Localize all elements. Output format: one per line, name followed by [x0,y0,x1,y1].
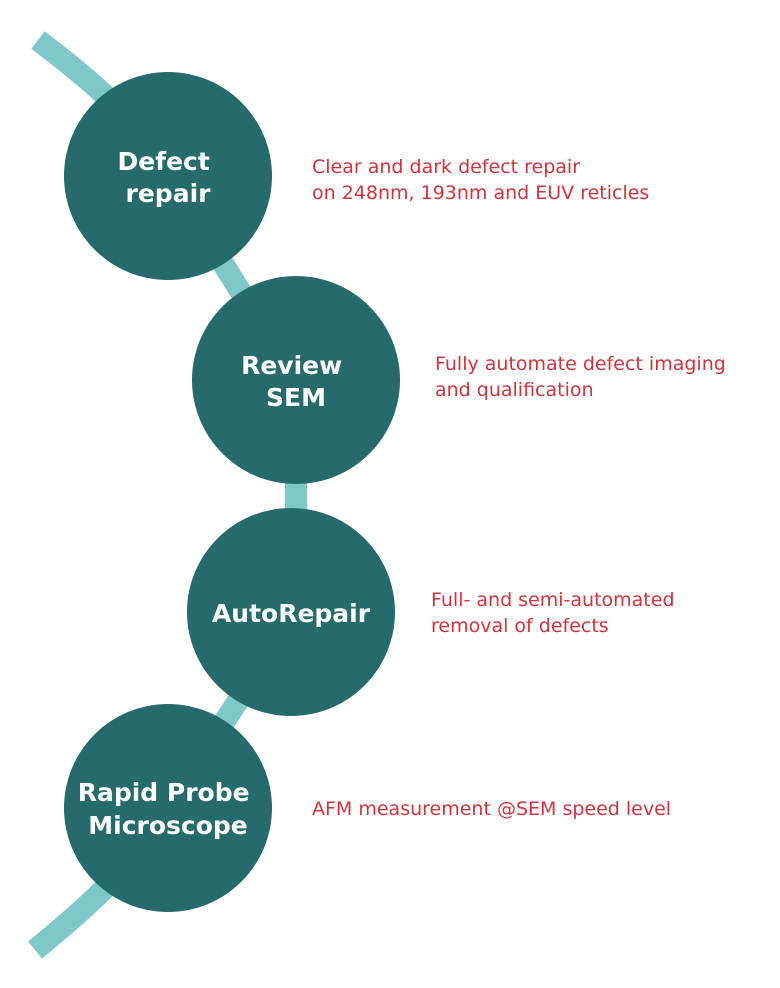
step-review-sem: Review SEM [192,276,400,484]
circle-label-line: Defect [117,147,209,176]
circle-label-defect-repair: Defect repair [117,147,218,208]
circle-label-review-sem: Review SEM [241,351,351,412]
circle-label-line: Review [241,351,342,380]
description-rapid-probe-microscope: AFM measurement @SEM speed level [312,796,671,822]
description-line: on 248nm, 193nm and EUV reticles [312,182,650,204]
description-line: Full- and semi-automated [431,589,675,611]
description-line: and qualification [435,379,594,401]
circle-label-line: AutoRepair [212,599,371,628]
circle-label-line: Microscope [88,811,248,840]
circle-defect-repair [64,72,272,280]
circle-label-line: repair [126,179,212,208]
step-rapid-probe-microscope: Rapid Probe Microscope [64,704,272,912]
description-line: Clear and dark defect repair [312,156,581,178]
description-autorepair: Full- and semi-automated removal of defe… [431,587,675,639]
circle-review-sem [192,276,400,484]
circle-label-line: SEM [266,383,326,412]
circle-label-rapid-probe-microscope: Rapid Probe Microscope [78,778,259,840]
description-line: removal of defects [431,615,609,637]
description-defect-repair: Clear and dark defect repair on 248nm, 1… [312,154,649,206]
circle-rapid-probe-microscope [64,704,272,912]
step-defect-repair: Defect repair [64,72,272,280]
description-review-sem: Fully automate defect imaging and qualif… [435,351,726,403]
description-line: Fully automate defect imaging [435,353,726,375]
circle-label-autorepair: AutoRepair [212,599,371,628]
circle-label-line: Rapid Probe [78,778,250,807]
step-autorepair: AutoRepair [187,508,395,716]
description-line: AFM measurement @SEM speed level [312,798,672,820]
circle-autorepair [187,508,395,716]
